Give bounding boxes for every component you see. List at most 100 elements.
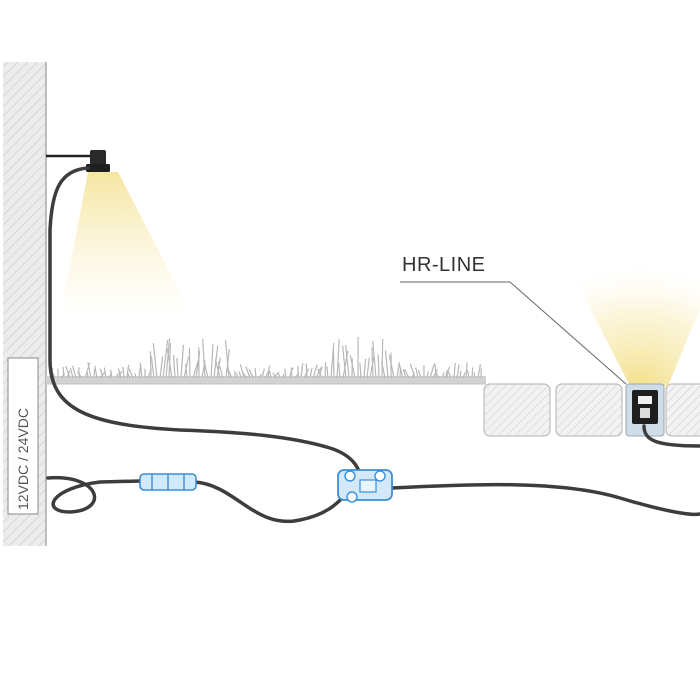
grass-blade	[324, 362, 327, 379]
grass-blade	[99, 368, 104, 379]
grass-blade	[317, 368, 323, 379]
grass-blade	[332, 349, 335, 379]
junction-box-icon	[337, 469, 393, 503]
grass-blade	[103, 367, 107, 379]
grass-blade	[290, 367, 293, 379]
grass-blade	[166, 348, 173, 379]
grass-blade	[465, 362, 468, 379]
grass-blade	[238, 371, 242, 379]
cable-hr-line-out	[642, 424, 700, 448]
grass-blade	[473, 372, 476, 379]
grass-blade	[122, 366, 125, 379]
grass-blade	[248, 368, 254, 379]
grass-blade	[338, 362, 341, 379]
grass-blade	[277, 371, 281, 379]
grass-blade	[159, 356, 164, 379]
grass-blade	[165, 337, 171, 379]
grass-blade	[261, 368, 265, 379]
grass-blade	[466, 369, 470, 379]
cables	[46, 166, 700, 524]
grass-blade	[69, 367, 74, 379]
grass-blade	[471, 367, 474, 379]
grass-blade	[77, 371, 83, 379]
grass-blade	[453, 362, 456, 379]
cable-loop	[46, 476, 142, 514]
grass-blade	[415, 367, 419, 379]
grass-blade	[245, 366, 251, 379]
grass-blade	[210, 344, 214, 379]
grass-blade	[434, 364, 437, 379]
grass-blade	[381, 338, 384, 379]
ground-light-beam	[560, 250, 700, 386]
grass-blade	[342, 350, 349, 379]
grass-blade	[300, 363, 304, 379]
grass-blade	[447, 369, 452, 379]
hr-line-label: HR-LINE	[402, 254, 486, 276]
hr-line-callout: HR-LINE	[400, 254, 627, 385]
grass-blade	[363, 358, 367, 379]
grass-blade	[176, 357, 179, 379]
grass-blade	[429, 363, 436, 379]
grass-blade	[336, 339, 340, 379]
grass-blade	[372, 340, 377, 379]
grass-blade	[180, 344, 184, 379]
grass-blade	[459, 370, 462, 379]
grass-blade	[109, 369, 113, 379]
grass-blade	[349, 355, 356, 379]
grass-blade	[149, 351, 152, 379]
hr-line-profile-icon	[625, 383, 665, 437]
grass-blade	[239, 364, 245, 379]
grass-blade	[359, 362, 362, 379]
grass-blade	[371, 347, 374, 379]
grass-blade	[117, 368, 122, 379]
grass-blade	[326, 366, 329, 379]
grass-blade	[226, 367, 233, 379]
grass-blade	[426, 371, 429, 379]
cable-connector-junction	[192, 480, 348, 524]
grass-blade	[87, 362, 92, 379]
grass-blade	[241, 371, 248, 379]
grass-blade	[72, 365, 77, 379]
grass-blade	[128, 368, 134, 379]
grass-blade	[435, 372, 440, 379]
grass-blade	[402, 368, 407, 379]
grass-blade	[86, 372, 89, 379]
grass-blade	[312, 364, 318, 379]
grass-blade	[377, 354, 380, 379]
grass-blade	[341, 345, 347, 379]
ground-grass	[46, 337, 486, 385]
wall-light-beam	[62, 172, 188, 308]
grass-blade	[381, 361, 386, 379]
grass-blade	[162, 339, 169, 379]
grass-blade	[284, 368, 287, 379]
grass-blade	[272, 372, 278, 379]
grass-blade	[93, 368, 96, 379]
grass-blade	[456, 364, 460, 379]
grass-blade	[315, 367, 322, 379]
grass-blade	[202, 338, 206, 379]
voltage-label-box: 12VDC / 24VDC	[7, 357, 39, 515]
grass-blade	[84, 362, 91, 379]
grass-blade	[477, 363, 482, 379]
grass-blade	[126, 372, 131, 379]
grass-blade	[152, 343, 158, 379]
grass-blade	[201, 360, 206, 379]
grass-blade	[150, 356, 155, 379]
grass-blade	[195, 351, 201, 379]
grass-blade	[345, 344, 350, 379]
grass-blade	[462, 372, 466, 379]
cable-to-hr-line	[390, 482, 700, 517]
grass-blade	[114, 372, 120, 379]
grass-blade	[388, 354, 395, 379]
grass-blade	[192, 361, 199, 379]
grass-blade	[258, 373, 263, 379]
inline-connector-icon	[139, 473, 197, 491]
grass-blade	[441, 372, 445, 379]
wall-spotlight-icon	[46, 150, 110, 172]
grass-blade	[139, 362, 143, 379]
grass-blade	[60, 372, 66, 379]
grass-blade	[384, 350, 389, 379]
grass-blade	[269, 370, 272, 379]
grass-blade	[273, 372, 279, 379]
